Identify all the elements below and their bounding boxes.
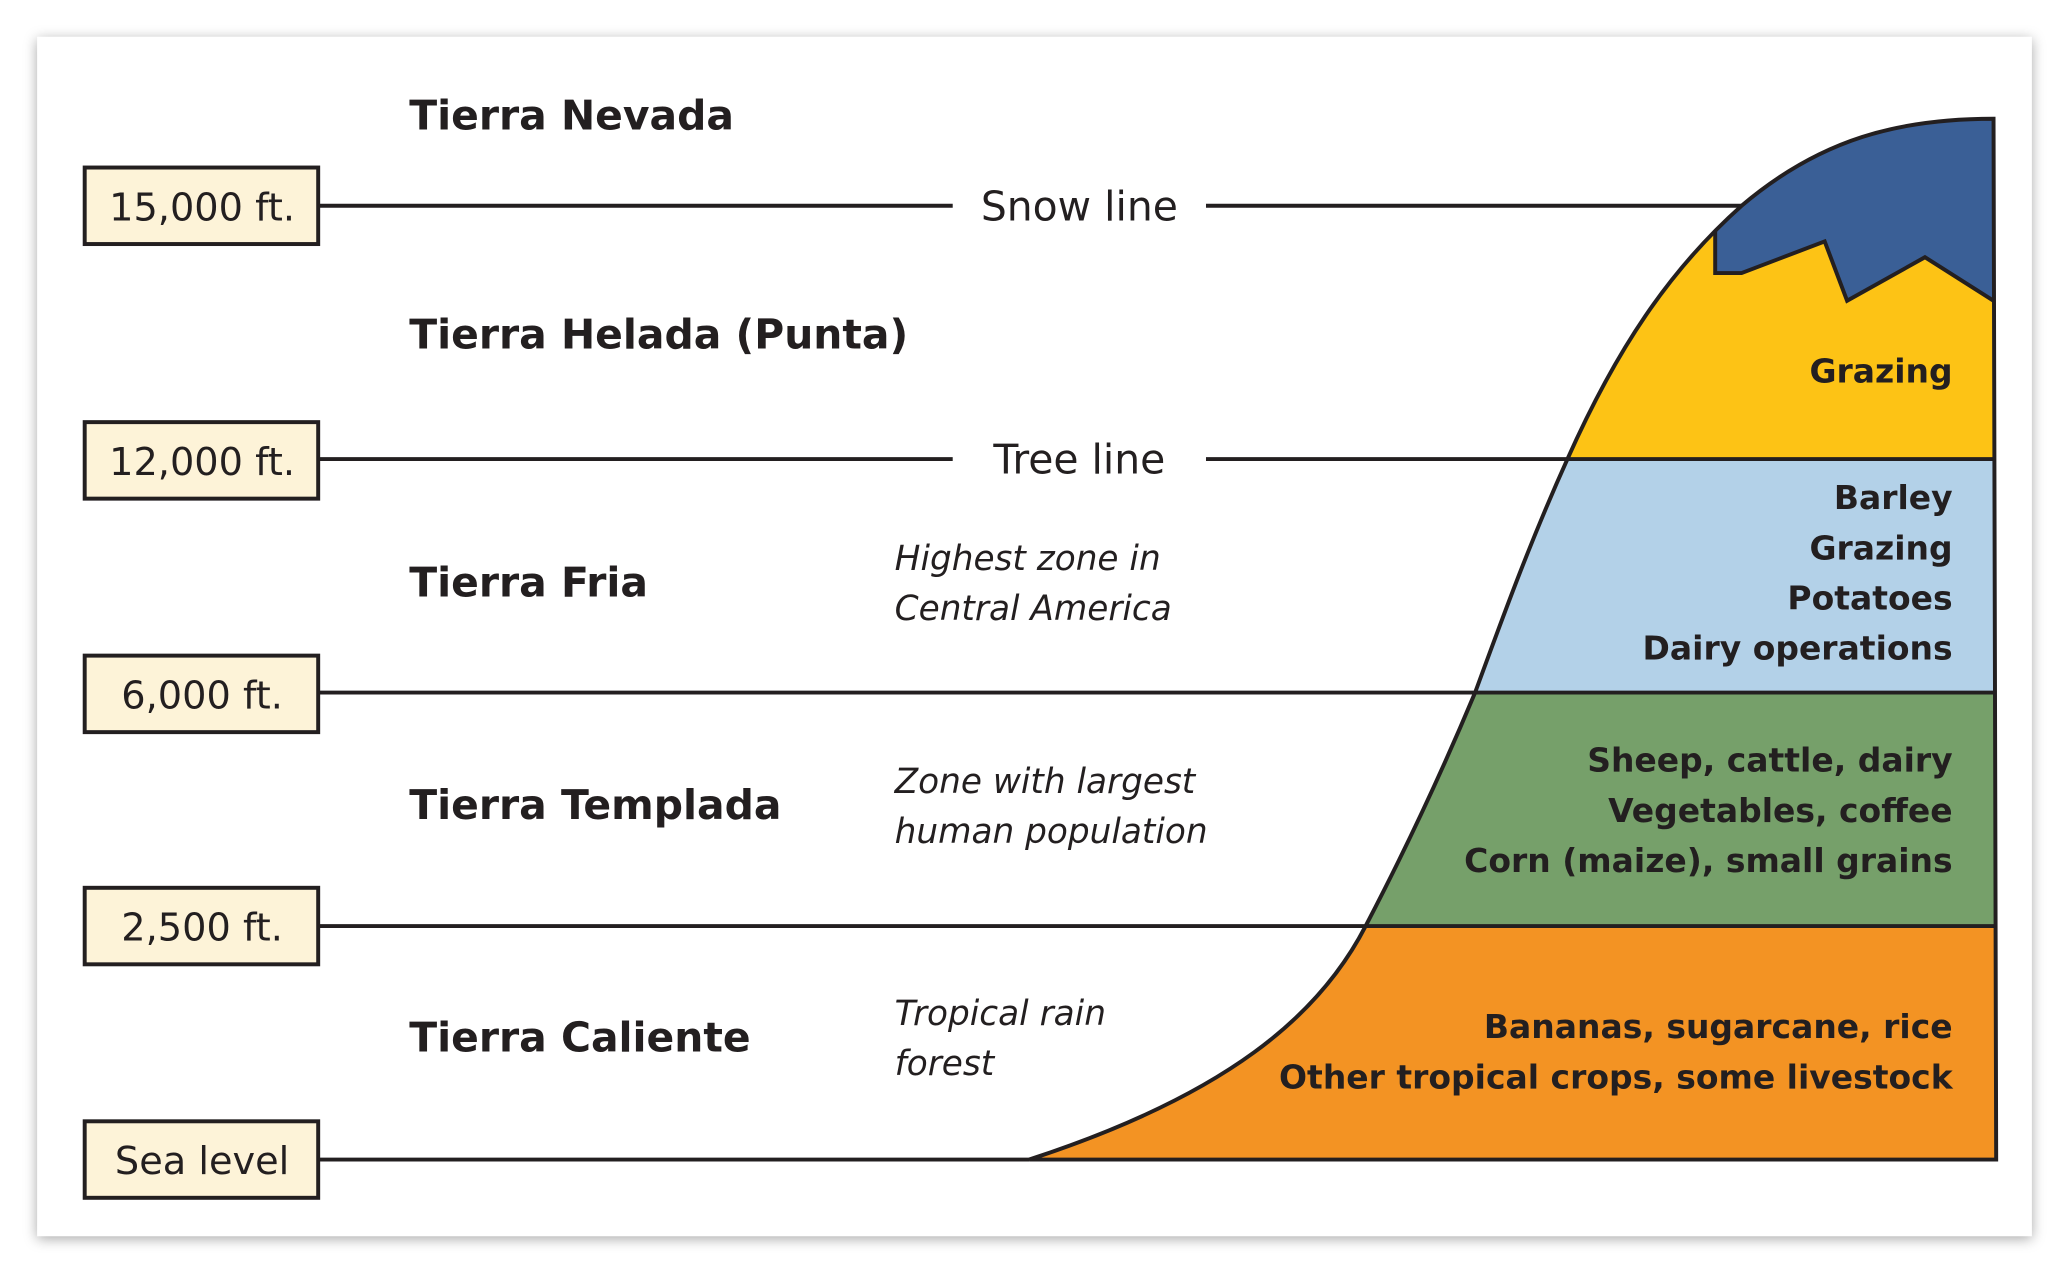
note-fria-1: Highest zone in — [895, 539, 1161, 579]
crop-templada-2: Vegetables, coffee — [1608, 791, 1953, 830]
svg-text:6,000 ft.: 6,000 ft. — [121, 673, 283, 718]
zone-tierra-fria: Tierra Fria — [409, 558, 648, 606]
altitude-box-12000: 12,000 ft. — [82, 420, 321, 501]
svg-text:2,500 ft.: 2,500 ft. — [121, 906, 283, 951]
crop-fria-2: Grazing — [1810, 528, 1953, 567]
note-caliente-1: Tropical rain — [895, 994, 1106, 1034]
crop-fria-4: Dairy operations — [1643, 629, 1953, 668]
snow-line-label: Snow line — [981, 182, 1178, 230]
altitude-box-2500: 2,500 ft. — [82, 885, 321, 967]
svg-text:Sea level: Sea level — [115, 1139, 289, 1184]
crop-caliente-1: Bananas, sugarcane, rice — [1484, 1007, 1953, 1046]
altitude-box-15000: 15,000 ft. — [82, 165, 321, 247]
note-fria-2: Central America — [895, 589, 1172, 629]
zone-tierra-helada: Tierra Helada (Punta) — [409, 310, 908, 358]
note-templada-2: human population — [895, 812, 1208, 852]
altitude-box-6000: 6,000 ft. — [82, 653, 321, 735]
zone-tierra-nevada: Tierra Nevada — [409, 91, 734, 139]
crop-fria-1: Barley — [1834, 478, 1953, 517]
zone-tierra-templada: Tierra Templada — [409, 781, 781, 829]
mountain-outline — [1028, 116, 1999, 1162]
altitude-box-sea-level: Sea level — [82, 1119, 321, 1200]
note-caliente-2: forest — [895, 1044, 996, 1084]
crop-templada-1: Sheep, cattle, dairy — [1587, 741, 1952, 780]
crop-fria-3: Potatoes — [1787, 578, 1952, 617]
crop-templada-3: Corn (maize), small grains — [1464, 841, 1952, 880]
altitude-lines — [318, 203, 1742, 1162]
note-templada-1: Zone with largest — [894, 762, 1197, 802]
zone-tierra-caliente: Tierra Caliente — [409, 1013, 750, 1061]
crop-caliente-2: Other tropical crops, some livestock — [1279, 1057, 1954, 1096]
svg-text:15,000 ft.: 15,000 ft. — [109, 185, 295, 230]
tree-line-label: Tree line — [992, 436, 1165, 484]
crop-helada-1: Grazing — [1810, 352, 1953, 391]
svg-text:12,000 ft.: 12,000 ft. — [109, 440, 295, 485]
